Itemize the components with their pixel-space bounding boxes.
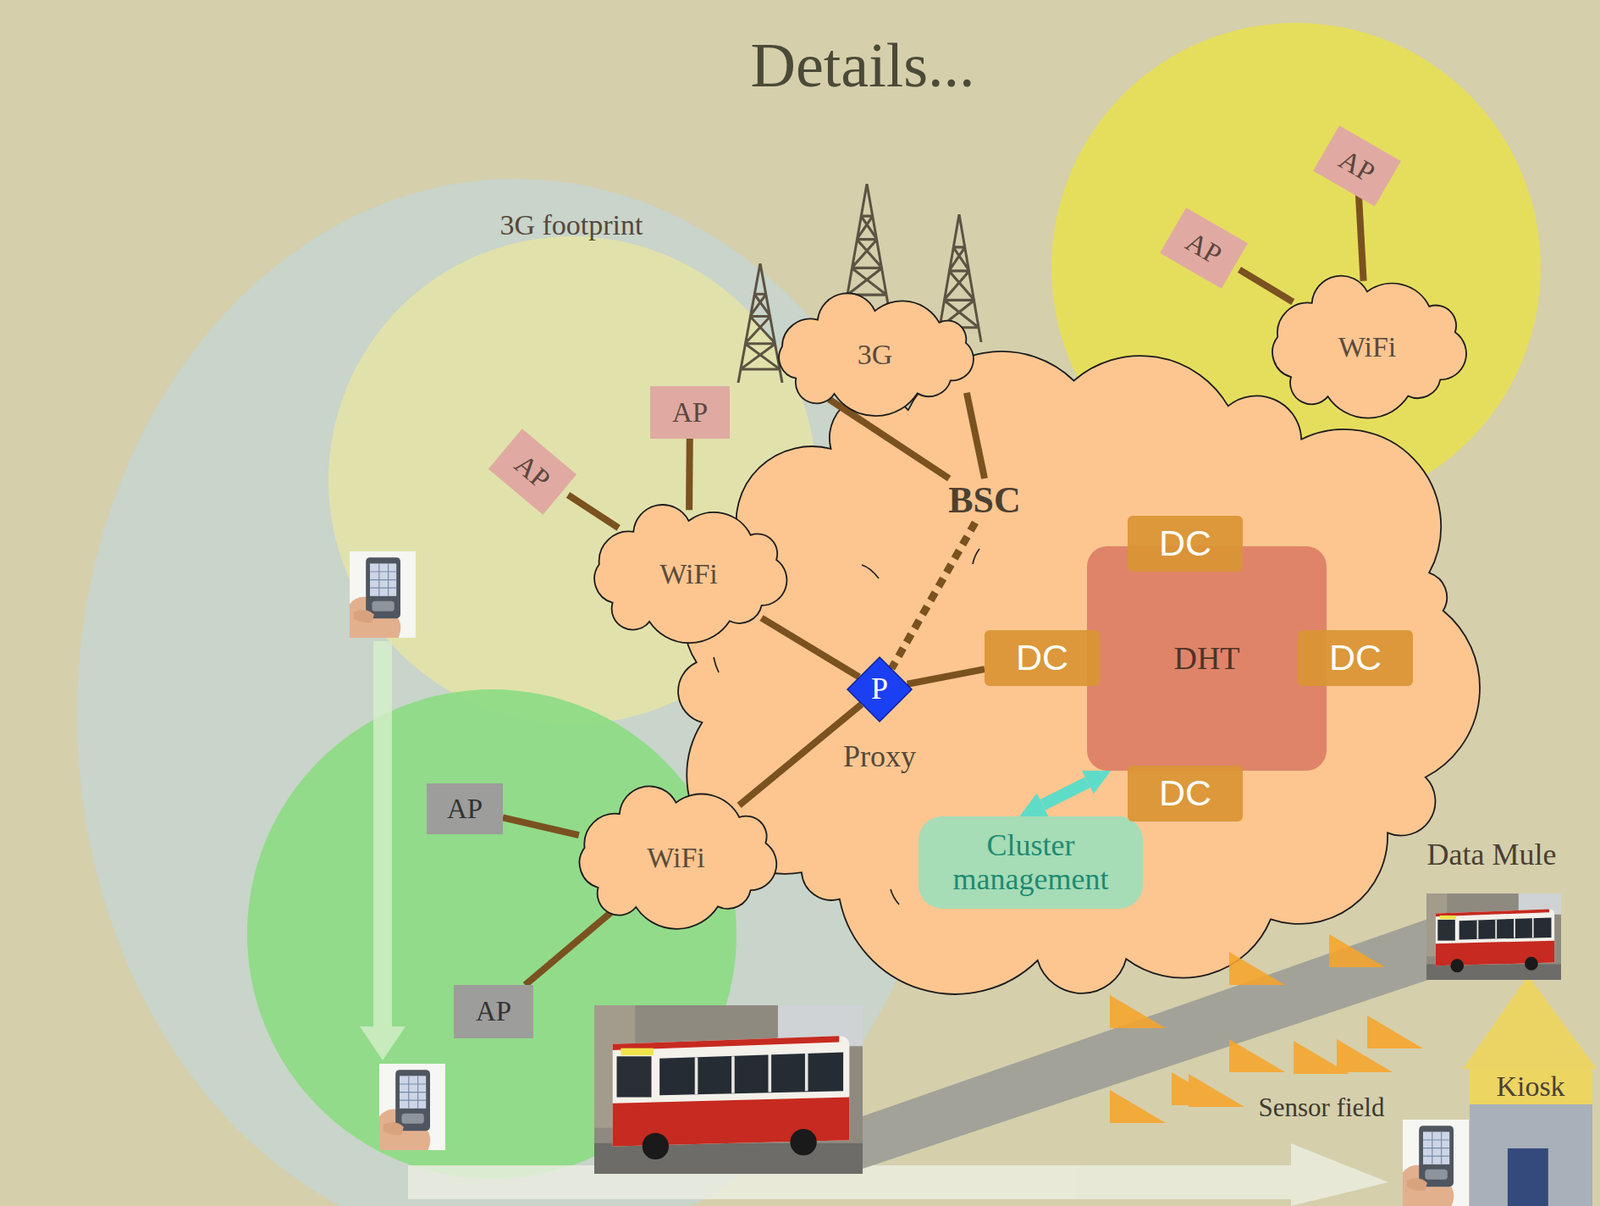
text-holder: Kiosk [1495, 1070, 1565, 1102]
access-point: AP [453, 984, 534, 1038]
title-holder: Details... [750, 31, 975, 100]
proxy-diamond: PProxy [846, 656, 913, 723]
node-text: DC [1329, 637, 1382, 678]
link-line [966, 392, 985, 479]
link-line [907, 668, 985, 685]
access-point: AP [650, 386, 730, 439]
node-text: WiFi [659, 557, 718, 590]
data-center-box: DC [1127, 515, 1243, 572]
bus-photo [1426, 893, 1562, 980]
label-holder: Sensor field [1258, 1092, 1385, 1122]
node-text: AP [446, 793, 483, 824]
link-line [739, 704, 862, 806]
handheld-device [1402, 1119, 1469, 1206]
access-point: AP [1313, 125, 1402, 207]
link-line [1042, 782, 1088, 805]
link-line [1239, 269, 1293, 302]
node-text: DC [1158, 523, 1212, 563]
data-center-box: DC [1127, 765, 1243, 822]
link-line [524, 910, 614, 985]
data-center-box: DC [1297, 629, 1413, 686]
node-text: AP [508, 448, 557, 496]
node-text: Cluster management [942, 828, 1120, 896]
link-line [568, 494, 619, 528]
core-network-cloud [678, 351, 1480, 994]
network-cloud: WiFi [561, 780, 791, 934]
link-line [761, 617, 860, 678]
controller-label: BSC [937, 478, 1032, 523]
node-text: AP [1334, 143, 1381, 189]
access-point: AP [1159, 207, 1248, 289]
management-box: Cluster management [918, 816, 1143, 909]
node-text: DHT [1173, 640, 1240, 677]
handheld-device [349, 551, 416, 638]
kiosk-wall [1469, 1103, 1593, 1206]
node-text: WiFi [646, 841, 706, 873]
vehicle-label: Data Mule [1427, 838, 1557, 872]
cell-tower [738, 263, 783, 383]
data-center-box: DC [984, 629, 1100, 686]
link-line [685, 438, 694, 510]
cell-tower [844, 183, 889, 309]
node-text: Kiosk [1495, 1070, 1565, 1102]
sensor-label: Sensor field [1258, 1092, 1385, 1122]
diamond-fill [847, 656, 912, 722]
handheld-device [379, 1063, 446, 1150]
node-text: AP [672, 397, 708, 428]
node-text: AP [475, 995, 512, 1027]
node-text: DC [1015, 637, 1069, 678]
bus-photo [594, 1004, 863, 1174]
kiosk-sign [1469, 1068, 1593, 1104]
kiosk-building: Kiosk [1469, 1068, 1593, 1206]
dht-block: DHT [1086, 546, 1327, 771]
node-text: DC [1158, 772, 1212, 813]
link-line [502, 816, 580, 835]
access-point: AP [426, 783, 503, 834]
sensor-node [1109, 933, 1424, 1123]
label-holder: Data Mule [1427, 838, 1557, 872]
cloud-fill [778, 292, 974, 416]
link-line [891, 522, 976, 668]
node-text: Proxy [843, 739, 916, 774]
cloud-fill [594, 504, 787, 643]
network-cloud: WiFi [1254, 270, 1480, 424]
access-point: AP [488, 428, 577, 514]
node-text: 3G footprint [499, 209, 643, 241]
kiosk-door [1507, 1147, 1549, 1206]
node-text: WiFi [1338, 331, 1397, 363]
node-text: 3G [857, 338, 894, 370]
link-line [1358, 192, 1364, 282]
text-holder: Proxy [843, 739, 916, 774]
mule-route [862, 918, 1429, 1169]
slide-title: Details... [750, 31, 975, 100]
movement-arrow [359, 640, 406, 1060]
network-cloud: WiFi [576, 499, 801, 648]
cloud-fill [579, 785, 778, 928]
node-text: BSC [948, 480, 1021, 521]
node-text: AP [1180, 226, 1228, 271]
node-text: P [871, 672, 889, 707]
text-holder: P [871, 672, 889, 707]
text-holder: 3G footprint [499, 209, 643, 241]
network-cloud: 3G [760, 290, 990, 419]
kiosk-link-beam [1462, 975, 1597, 1069]
cloud-fill [1272, 275, 1467, 419]
